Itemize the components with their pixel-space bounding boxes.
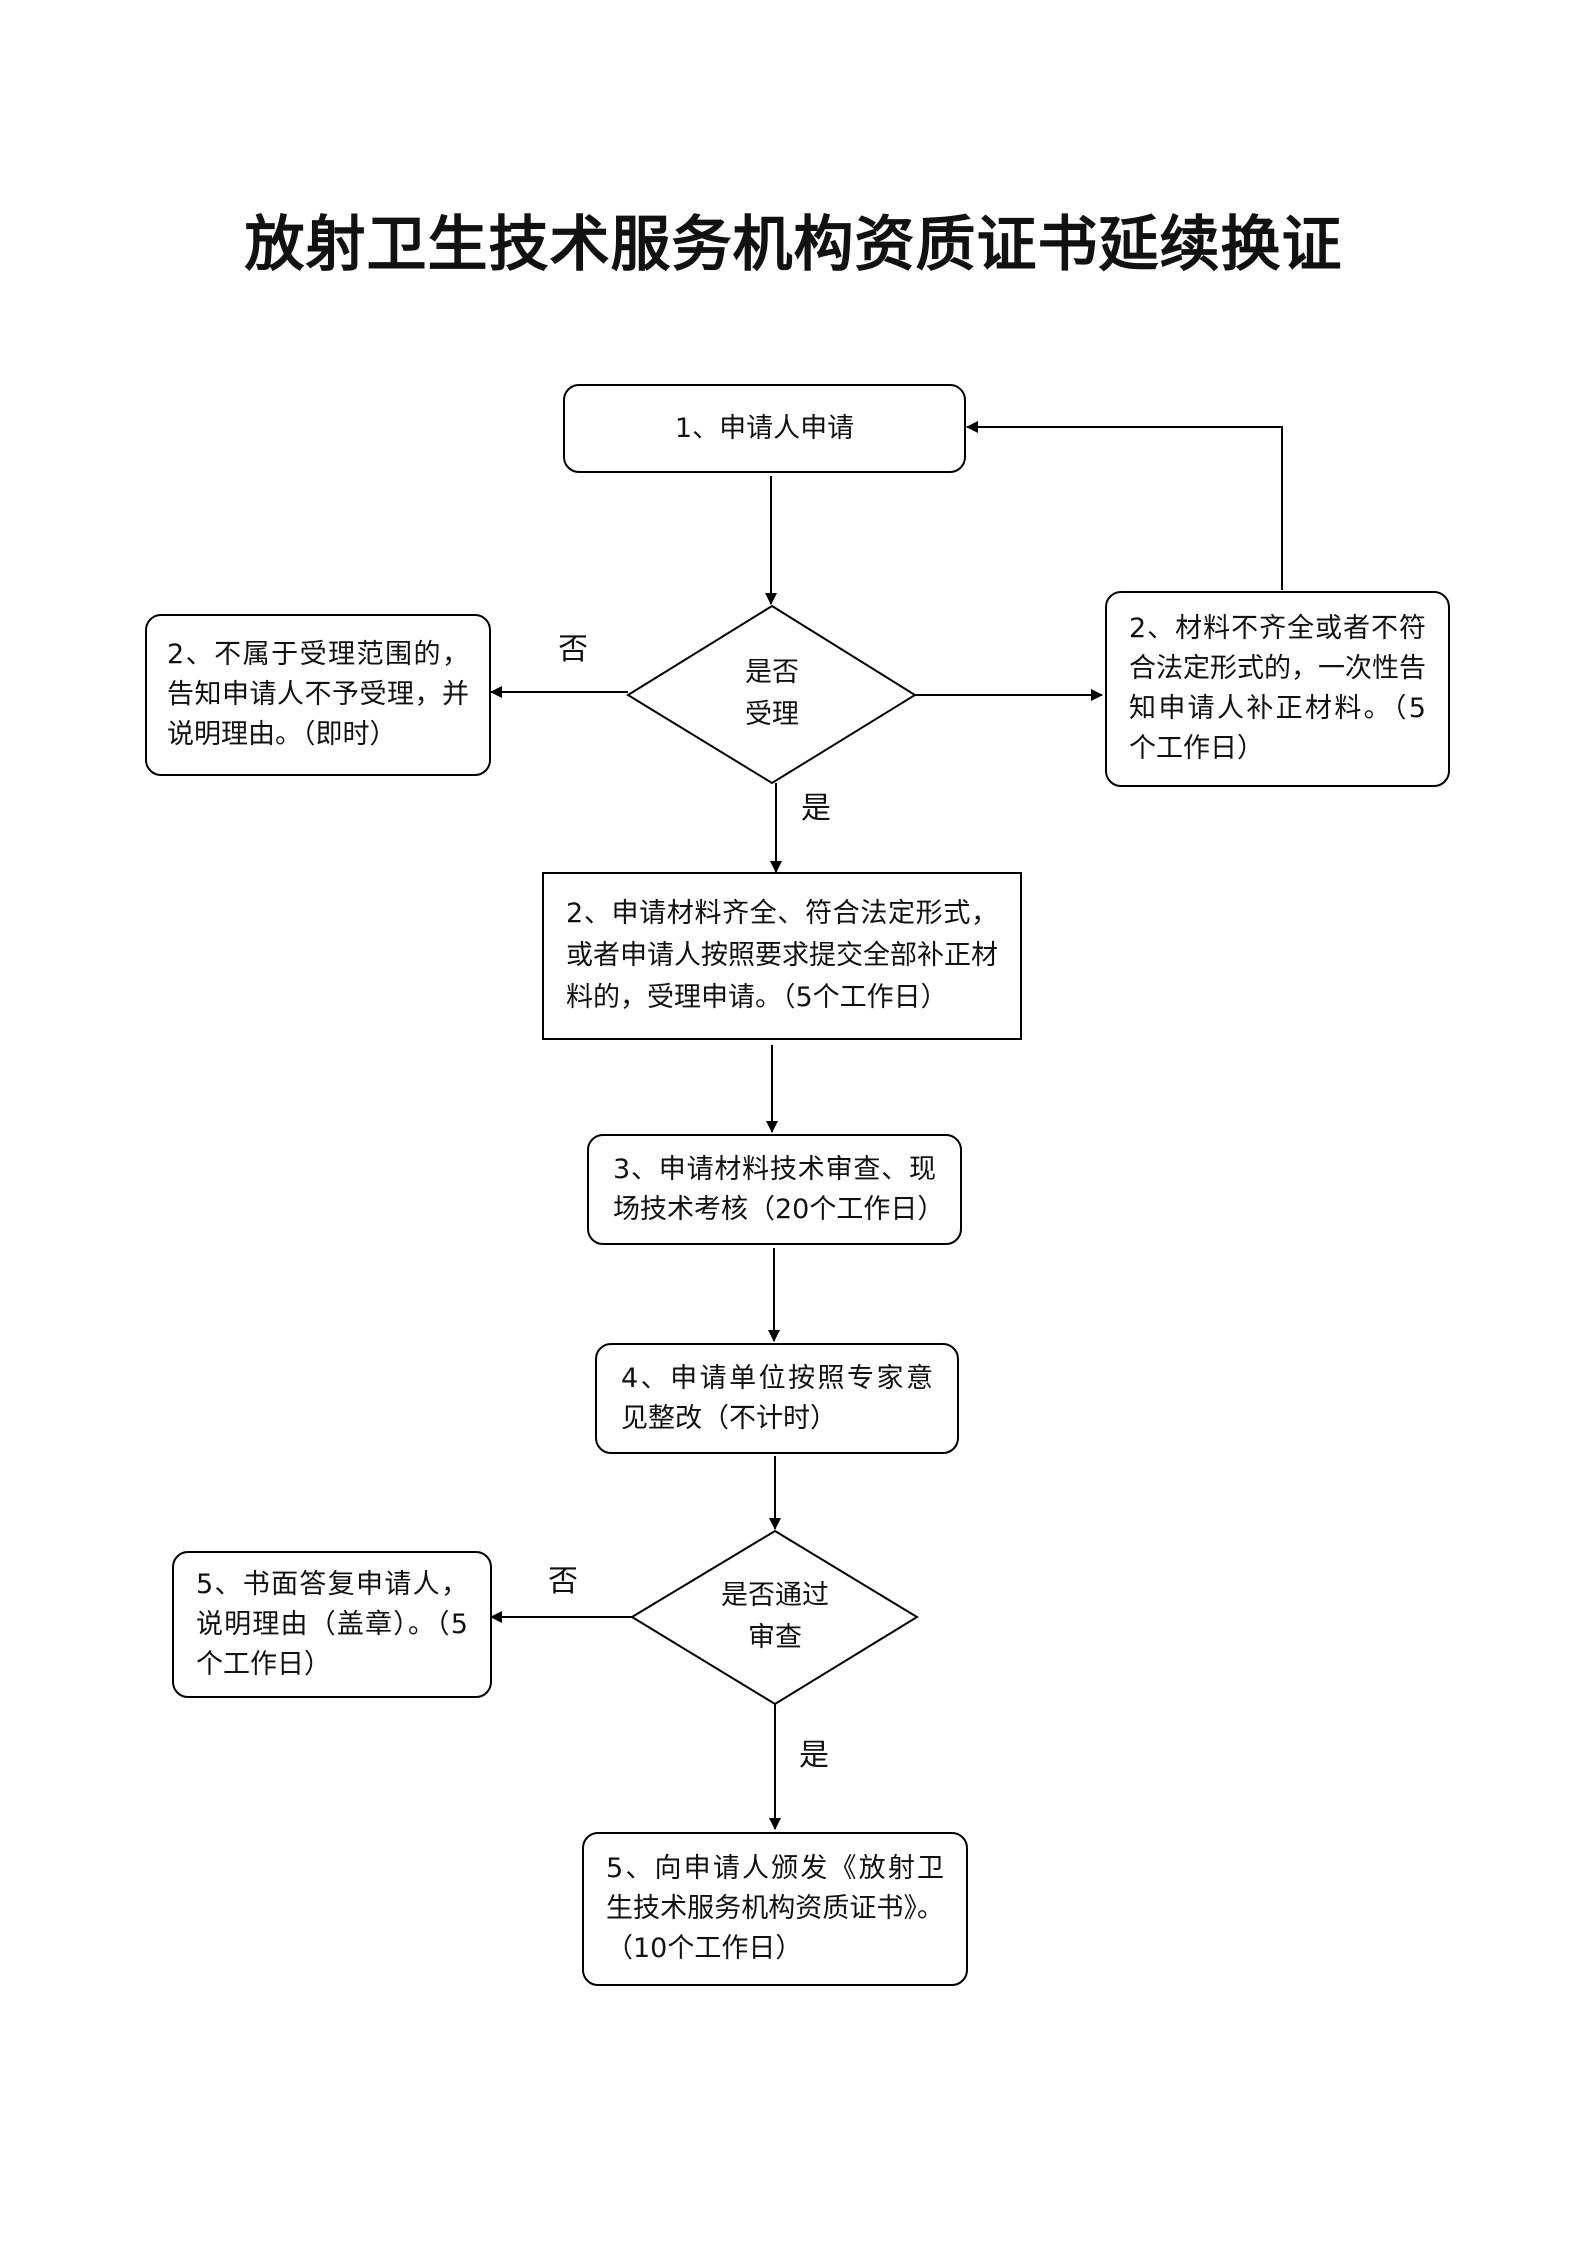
step-reject-scope-box: 2、不属于受理范围的，告知申请人不予受理，并说明理由。（即时）: [145, 614, 491, 776]
step-apply-box: 1、申请人申请: [563, 384, 966, 473]
decision-accept-text: 是否受理: [745, 657, 799, 730]
step-issue-box: 5、向申请人颁发《放射卫生技术服务机构资质证书》。（10个工作日）: [582, 1832, 968, 1986]
step-issue-text: 5、向申请人颁发《放射卫生技术服务机构资质证书》。（10个工作日）: [606, 1853, 944, 1964]
step-rectify-box: 4、申请单位按照专家意见整改（不计时）: [595, 1343, 959, 1454]
edge-label-no-2: 否: [548, 1564, 578, 1599]
step-reject-scope-text: 2、不属于受理范围的，告知申请人不予受理，并说明理由。（即时）: [167, 639, 469, 750]
step-written-reply-text: 5、书面答复申请人，说明理由（盖章）。（5个工作日）: [196, 1568, 468, 1680]
step-rectify-text: 4、申请单位按照专家意见整改（不计时）: [621, 1362, 933, 1434]
step-incomplete-box: 2、材料不齐全或者不符合法定形式的，一次性告知申请人补正材料。（5个工作日）: [1105, 591, 1450, 787]
step-accept-text: 2、申请材料齐全、符合法定形式，或者申请人按照要求提交全部补正材料的，受理申请。…: [566, 898, 998, 1013]
step-review-text: 3、申请材料技术审查、现场技术考核（20个工作日）: [613, 1153, 945, 1225]
arrow-incomplete-back-to-apply: [966, 421, 1283, 590]
step-apply-text: 1、申请人申请: [674, 412, 855, 444]
edge-label-yes-2: 是: [799, 1738, 829, 1773]
step-review-box: 3、申请材料技术审查、现场技术考核（20个工作日）: [587, 1134, 962, 1245]
step-accept-box: 2、申请材料齐全、符合法定形式，或者申请人按照要求提交全部补正材料的，受理申请。…: [542, 872, 1022, 1040]
decision-pass-text: 是否通过审查: [721, 1580, 829, 1653]
edge-label-no-1: 否: [558, 632, 588, 667]
decision-accept-diamond: [626, 604, 917, 785]
edge-label-yes-1: 是: [801, 791, 831, 826]
step-incomplete-text: 2、材料不齐全或者不符合法定形式的，一次性告知申请人补正材料。（5个工作日）: [1129, 613, 1426, 764]
page-title: 放射卫生技术服务机构资质证书延续换证: [244, 210, 1343, 280]
step-written-reply-box: 5、书面答复申请人，说明理由（盖章）。（5个工作日）: [172, 1551, 492, 1698]
